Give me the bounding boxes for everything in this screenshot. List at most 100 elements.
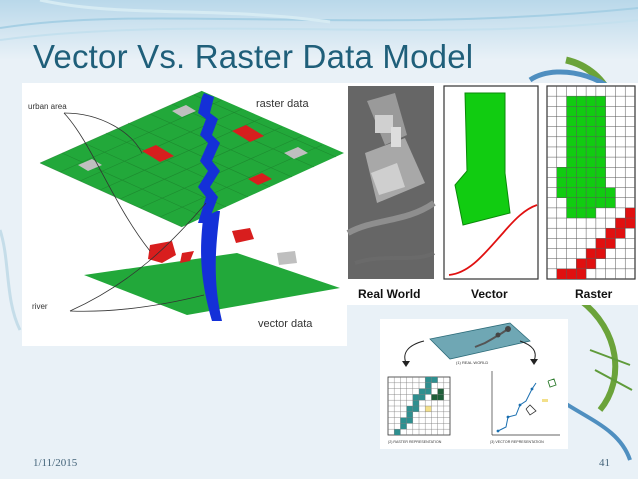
raster-green-cell [586,106,596,117]
comparison-figure: Real World Vector Raster [345,83,638,305]
rep-raster-cell [425,388,432,395]
label-raster-representation: (2) RASTER REPRESENTATION [388,440,442,444]
raster-green-cell [595,146,606,158]
raster-green-cell [605,197,616,208]
raster-green-cell [576,207,587,219]
raster-red-cell [576,258,587,269]
rep-raster-cell [394,429,401,435]
raster-green-cell [556,187,567,198]
raster-panel [546,85,636,280]
raster-red-cell [586,258,596,269]
real-world-plane [429,322,531,360]
raster-red-cell [556,268,567,279]
rep-raster-cell [437,394,444,401]
raster-urban-cell [232,125,256,137]
raster-representation [387,376,451,436]
raster-green-cell [566,177,577,188]
slide-page-number: 41 [599,457,610,469]
raster-green-cell [556,177,567,188]
rep-raster-cell [431,377,438,383]
rep-raster-cell [431,394,438,401]
raster-green-cell [576,146,587,158]
rep-raster-cell [419,394,426,401]
vector-representation [491,371,560,436]
raster-urban-cell [242,131,264,142]
rep-raster-cell [400,423,407,430]
raster-green-cell [566,126,577,137]
raster-grey-cell [284,147,308,159]
vector-panel [443,85,539,280]
label-vector-representation: (3) VECTOR REPRESENTATION [490,440,544,444]
raster-green-cell [576,167,587,178]
rep-raster-cell [406,406,413,412]
rep-raster-cell [400,417,407,424]
raster-red-cell [595,248,606,259]
raster-green-cell [566,157,577,168]
raster-red-cell [605,228,616,239]
raster-green-cell [595,106,606,117]
raster-green-cell [586,197,596,208]
raster-green-cell [595,126,606,137]
raster-green-cell [566,116,577,127]
raster-red-cell [576,268,587,279]
raster-green-cell [586,146,596,158]
raster-green-cell [576,136,587,147]
raster-red-cell [625,218,635,229]
vector-river [201,211,222,321]
raster-red-cell [605,238,616,249]
raster-green-cell [595,197,606,208]
raster-green-cell [566,96,577,107]
rep-raster-cell [406,417,413,424]
layers-illustration: urban area river raster data vector data [28,90,344,330]
raster-green-cell [566,146,577,158]
raster-green-cell [586,136,596,147]
raster-green-cell [576,106,587,117]
slide-date: 1/11/2015 [33,457,78,469]
leader-line [63,112,143,154]
caption-vector: Vector [471,287,508,301]
comparison-illustration: Real World Vector Raster [346,85,636,301]
rep-raster-cell [406,411,413,418]
rep-raster-cell [425,377,432,383]
vector-line [448,204,538,276]
raster-green-cell [566,197,577,208]
raster-red-cell [595,238,606,249]
label-vector-data: vector data [258,318,313,330]
rep-raster-cell [412,400,419,406]
raster-red-cell [586,248,596,259]
rep-raster-cell [412,394,419,401]
slide-title: Vector Vs. Raster Data Model [33,38,474,75]
raster-green-cell [576,197,587,208]
leader-line [63,112,151,252]
raster-green-cell [586,116,596,127]
rep-raster-cell [419,388,426,395]
raster-green-cell [586,207,596,219]
rep-raster-cell [425,382,432,389]
raster-green-cell [566,167,577,178]
arrow-left [404,340,425,364]
raster-green-cell [576,187,587,198]
vector-urban-patch [277,251,297,265]
raster-urban-cell [142,145,166,157]
caption-raster: Raster [575,287,613,301]
raster-green-cell [595,167,606,178]
rep-raster-cell [437,388,444,395]
raster-green-cell [566,207,577,219]
representation-illustration: (1) REAL WORLD (2) RASTER REPRESENTATION [387,322,560,444]
vector-urban-patch [232,228,254,243]
caption-real-world: Real World [358,287,420,301]
label-river: river [32,302,48,311]
raster-green-cell [595,177,606,188]
raster-green-cell [576,177,587,188]
raster-urban-cell [248,173,272,185]
leader-line [69,294,205,312]
rep-raster-cell [425,406,432,412]
vector-polygon [454,92,511,226]
raster-green-cell [586,96,596,107]
raster-green-cell [595,136,606,147]
label-raster-data: raster data [256,98,309,110]
raster-green-cell [566,106,577,117]
raster-green-cell [595,96,606,107]
